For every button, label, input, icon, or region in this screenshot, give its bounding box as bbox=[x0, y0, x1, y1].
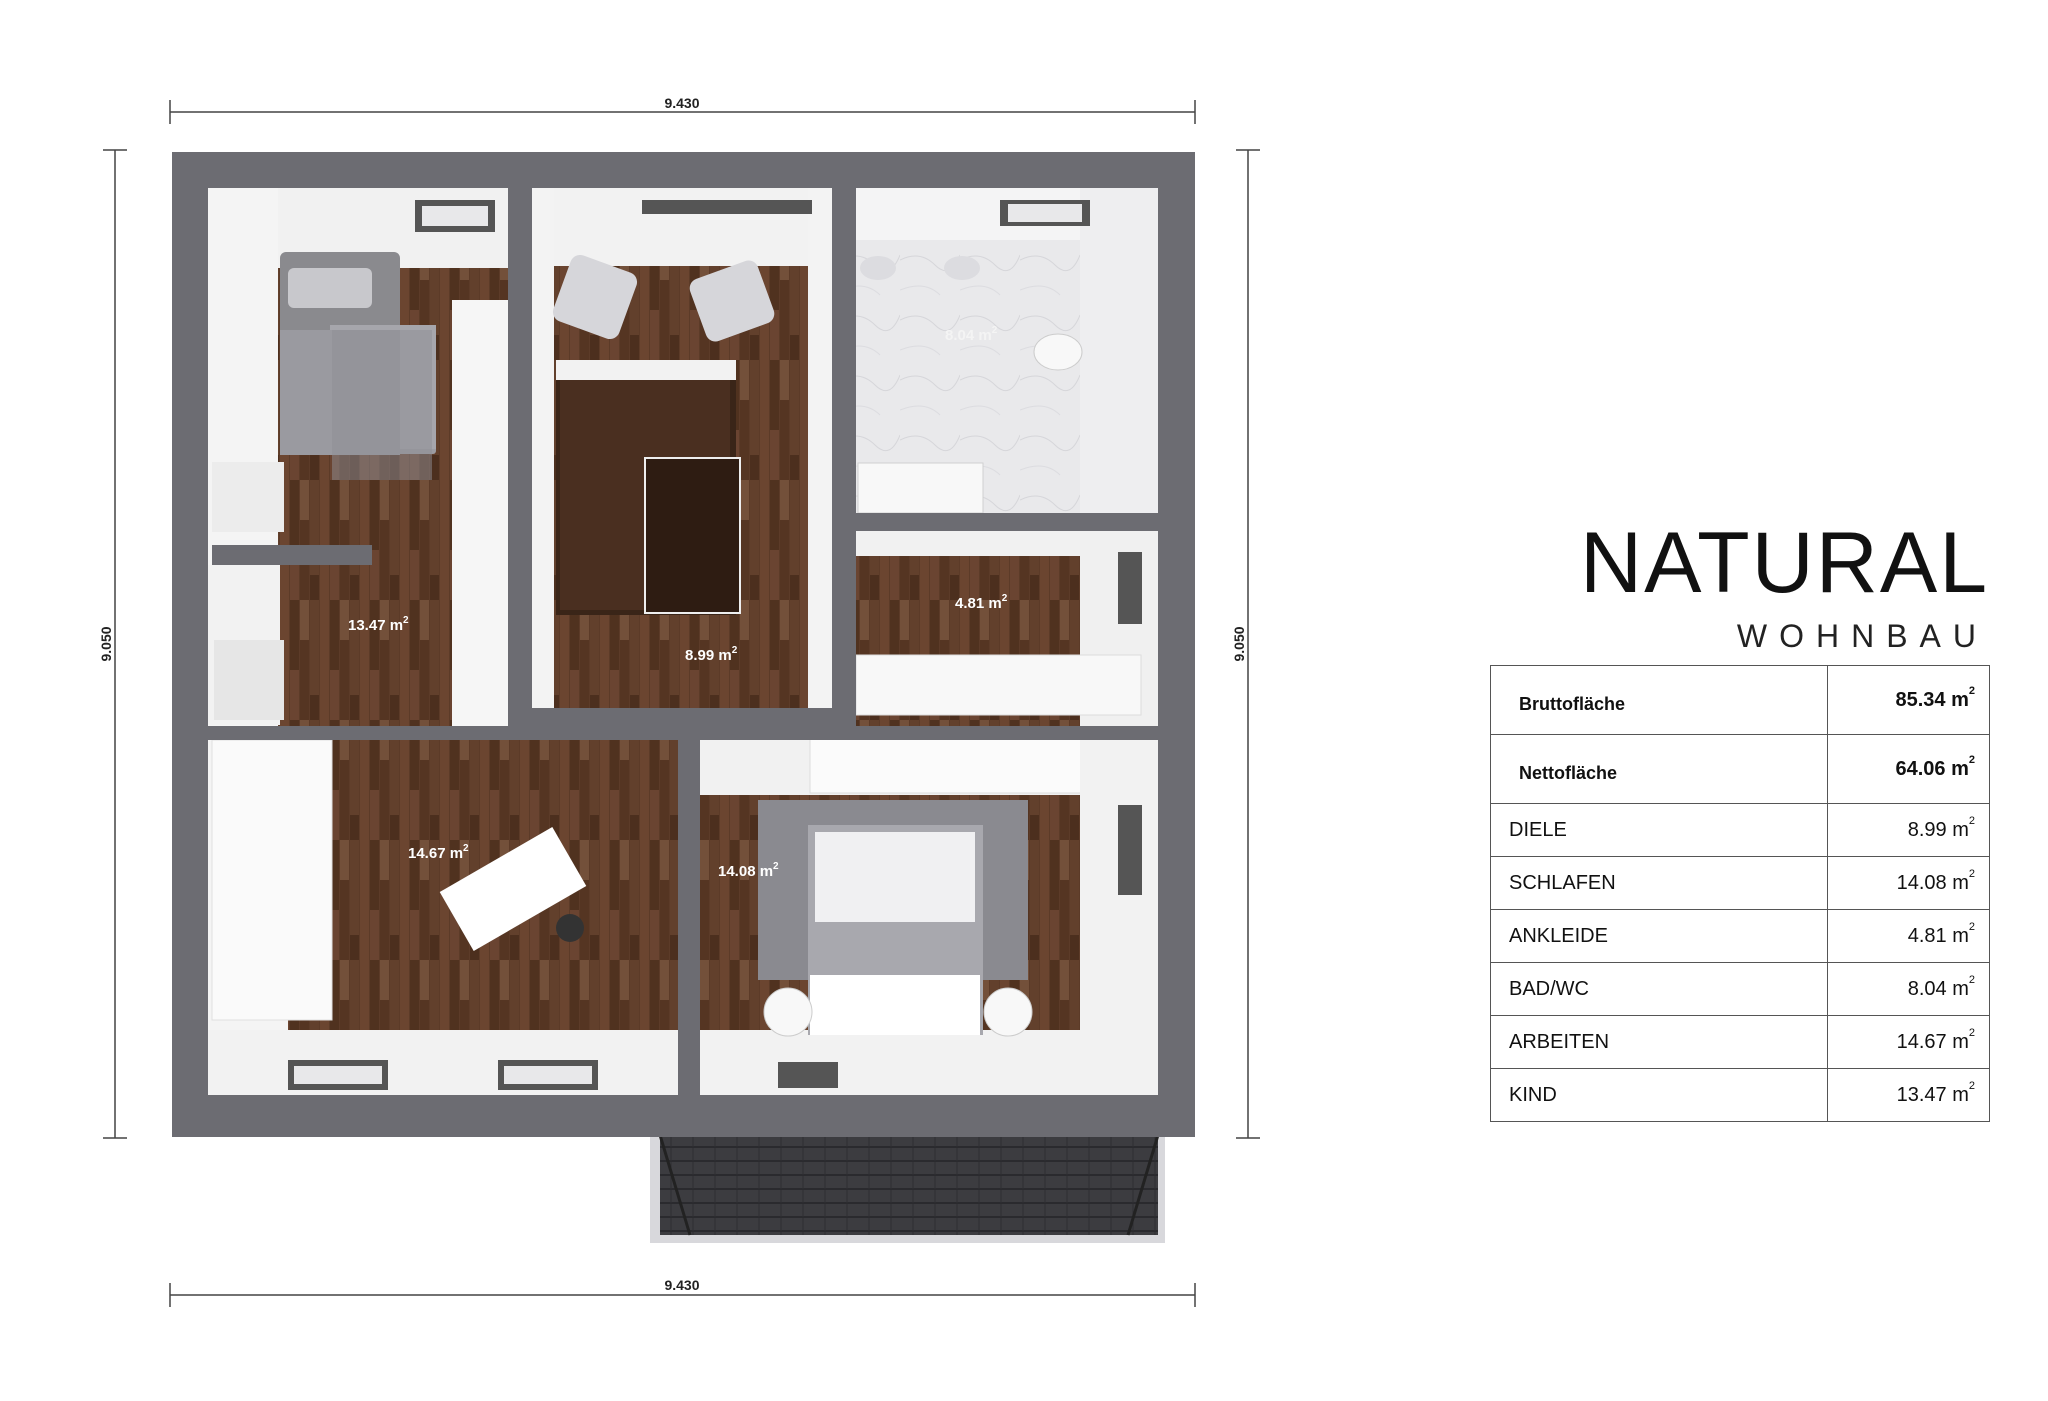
brand-title: NATURAL bbox=[1580, 515, 1990, 611]
floor-plan: 9.430 9.430 9.050 9.050 bbox=[98, 95, 1260, 1307]
dimension-bottom: 9.430 bbox=[169, 1277, 1196, 1307]
room-value: 8.04 m2 bbox=[1827, 962, 1990, 1016]
room-label: ANKLEIDE bbox=[1490, 909, 1828, 963]
room-kind-area: 13.47 m2 bbox=[348, 615, 409, 634]
nettoflaeche-label: Nettofläche bbox=[1490, 734, 1828, 804]
room-label: ARBEITEN bbox=[1490, 1015, 1828, 1069]
table-row: DIELE 8.99 m2 bbox=[1490, 803, 1990, 857]
dimension-bottom-label: 9.430 bbox=[664, 1277, 699, 1293]
room-ankleide-area: 4.81 m2 bbox=[955, 593, 1008, 612]
room-label: SCHLAFEN bbox=[1490, 856, 1828, 910]
table-row: ARBEITEN 14.67 m2 bbox=[1490, 1015, 1990, 1069]
room-bad-area: 8.04 m2 bbox=[945, 325, 998, 344]
bruttoflaeche-value: 85.34 m2 bbox=[1827, 665, 1990, 735]
nettoflaeche-value: 64.06 m2 bbox=[1827, 734, 1990, 804]
room-value: 4.81 m2 bbox=[1827, 909, 1990, 963]
table-row: ANKLEIDE 4.81 m2 bbox=[1490, 909, 1990, 963]
room-diele bbox=[532, 188, 832, 708]
room-value: 13.47 m2 bbox=[1827, 1068, 1990, 1122]
room-value: 14.67 m2 bbox=[1827, 1015, 1990, 1069]
room-schlafen bbox=[700, 730, 1158, 1095]
dimension-right: 9.050 bbox=[1231, 149, 1260, 1139]
dimension-top: 9.430 bbox=[169, 95, 1196, 124]
room-bad bbox=[856, 188, 1158, 514]
interior-walls bbox=[208, 188, 1158, 1095]
room-label: DIELE bbox=[1490, 803, 1828, 857]
room-ankleide bbox=[855, 530, 1158, 730]
bruttoflaeche-label: Bruttofläche bbox=[1490, 665, 1828, 735]
room-diele-area: 8.99 m2 bbox=[685, 645, 738, 664]
area-table: Bruttofläche 85.34 m2 Nettofläche 64.06 … bbox=[1490, 665, 1990, 1122]
table-row: KIND 13.47 m2 bbox=[1490, 1068, 1990, 1122]
table-row: SCHLAFEN 14.08 m2 bbox=[1490, 856, 1990, 910]
table-row: BAD/WC 8.04 m2 bbox=[1490, 962, 1990, 1016]
room-value: 8.99 m2 bbox=[1827, 803, 1990, 857]
dimension-left-label: 9.050 bbox=[98, 626, 114, 661]
brand-logo: NATURAL WOHNBAU bbox=[1580, 515, 1990, 655]
room-label: BAD/WC bbox=[1490, 962, 1828, 1016]
dimension-top-label: 9.430 bbox=[664, 95, 699, 111]
room-schlafen-area: 14.08 m2 bbox=[718, 861, 779, 880]
table-row: Nettofläche 64.06 m2 bbox=[1490, 734, 1990, 804]
room-arbeiten bbox=[208, 730, 680, 1095]
dimension-left: 9.050 bbox=[98, 149, 127, 1139]
roof bbox=[650, 1134, 1165, 1243]
room-label: KIND bbox=[1490, 1068, 1828, 1122]
table-row: Bruttofläche 85.34 m2 bbox=[1490, 665, 1990, 735]
dimension-right-label: 9.050 bbox=[1231, 626, 1247, 661]
room-kind-nook bbox=[208, 565, 284, 725]
room-arbeiten-area: 14.67 m2 bbox=[408, 843, 469, 862]
brand-subtitle: WOHNBAU bbox=[1736, 618, 1988, 654]
room-value: 14.08 m2 bbox=[1827, 856, 1990, 910]
